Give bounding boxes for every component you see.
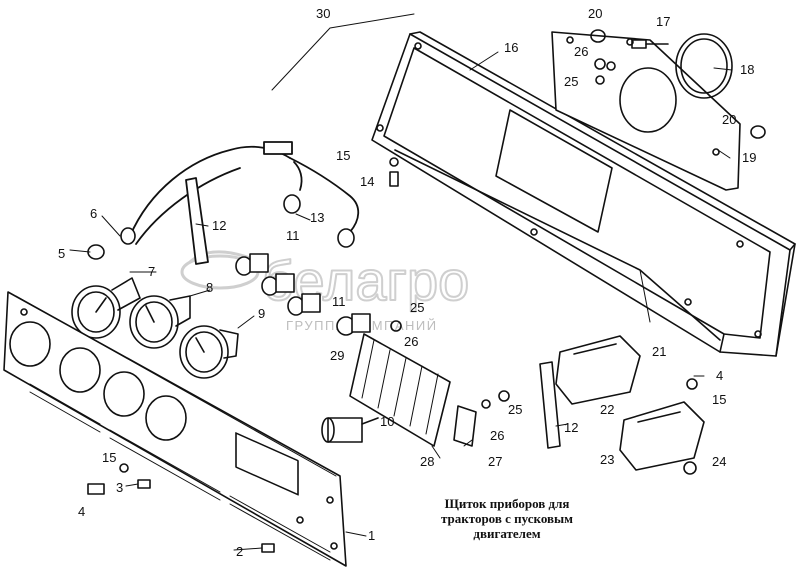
callout-27: 27	[488, 454, 502, 469]
callout-12: 12	[212, 218, 226, 233]
sensor-icon	[321, 417, 379, 443]
callout-26: 26	[404, 334, 418, 349]
bracket	[453, 405, 477, 447]
callout-15: 15	[336, 148, 350, 163]
callout-25: 25	[508, 402, 522, 417]
callout-26: 26	[490, 428, 504, 443]
callout-1: 1	[368, 528, 375, 543]
callout-21: 21	[652, 344, 666, 359]
callout-2: 2	[236, 544, 243, 559]
callout-28: 28	[420, 454, 434, 469]
switch-icon	[235, 253, 321, 316]
callout-30: 30	[316, 6, 330, 21]
washer-icon	[750, 125, 766, 139]
caption-line-3: двигателем	[473, 526, 541, 541]
callout-24: 24	[712, 454, 726, 469]
callout-23: 23	[600, 452, 614, 467]
bolt-icon	[389, 157, 399, 187]
callout-15: 15	[102, 450, 116, 465]
wiring-harness	[129, 141, 360, 265]
callout-7: 7	[148, 264, 155, 279]
callout-18: 18	[740, 62, 754, 77]
callout-20: 20	[588, 6, 602, 21]
callout-5: 5	[58, 246, 65, 261]
gauge-icon	[71, 277, 141, 339]
front-panel	[3, 291, 347, 567]
callout-26: 26	[574, 44, 588, 59]
instrument-housing	[371, 31, 796, 357]
connector-icon	[120, 194, 355, 248]
nut-icon	[390, 320, 698, 475]
callout-8: 8	[206, 280, 213, 295]
fuse-block	[349, 333, 451, 447]
callout-4: 4	[78, 504, 85, 519]
caption-line-1: Щиток приборов для	[444, 496, 570, 511]
callout-25: 25	[564, 74, 578, 89]
callout-15: 15	[712, 392, 726, 407]
callout-22: 22	[600, 402, 614, 417]
diagram-caption: Щиток приборов для тракторов с пусковым …	[392, 496, 622, 541]
nut-icon	[594, 58, 616, 71]
callout-16: 16	[504, 40, 518, 55]
callout-10: 10	[380, 414, 394, 429]
callout-11: 11	[286, 228, 300, 243]
bolt-icon	[631, 39, 669, 49]
callout-4: 4	[716, 368, 723, 383]
callout-14: 14	[360, 174, 374, 189]
relay-icon	[555, 335, 641, 405]
callout-6: 6	[90, 206, 97, 221]
washer-icon	[590, 29, 606, 43]
relay-icon	[619, 401, 705, 471]
strap	[539, 361, 561, 449]
ring-gasket	[675, 33, 733, 99]
callout-11: 11	[332, 294, 346, 309]
switch-icon	[336, 313, 371, 336]
callout-labels: 30 20 17 16 26 25 18 20 19 15 14 6 12 13…	[58, 6, 756, 559]
back-plate	[551, 31, 741, 191]
callout-25: 25	[410, 300, 424, 315]
callout-12: 12	[564, 420, 578, 435]
callout-17: 17	[656, 14, 670, 29]
gauge-icon	[129, 295, 191, 349]
callout-9: 9	[258, 306, 265, 321]
callout-29: 29	[330, 348, 344, 363]
gauge-icon	[179, 325, 239, 379]
callout-20: 20	[722, 112, 736, 127]
leader-lines	[69, 13, 733, 551]
callout-13: 13	[310, 210, 324, 225]
caption-line-2: тракторов с пусковым	[440, 511, 574, 526]
callout-19: 19	[742, 150, 756, 165]
callout-3: 3	[116, 480, 123, 495]
